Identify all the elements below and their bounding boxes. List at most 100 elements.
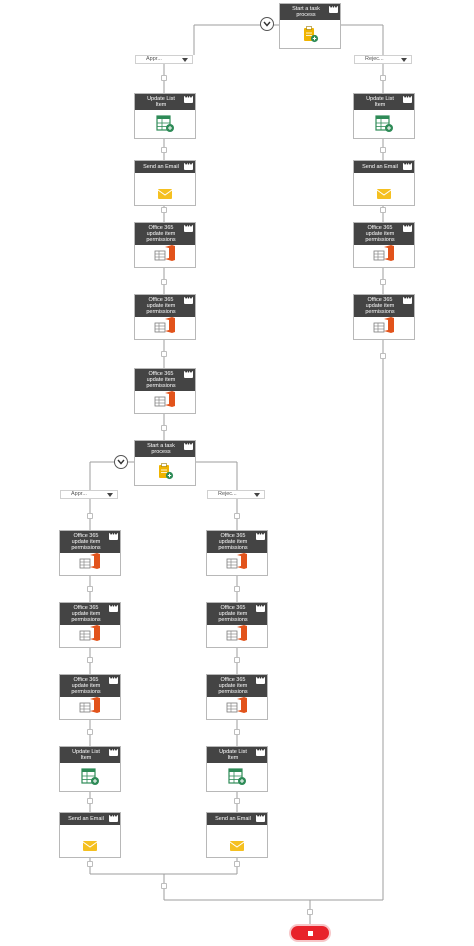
action-title-line: permissions [218, 545, 248, 551]
collapse-toggle[interactable] [114, 455, 128, 469]
chevron-down-icon [254, 493, 260, 497]
action-menu-button[interactable]: ••• [109, 531, 118, 540]
action-menu-button[interactable]: ••• [184, 223, 193, 232]
office-icon [207, 552, 267, 570]
connector-handle[interactable] [234, 729, 240, 735]
connector-handle[interactable] [161, 351, 167, 357]
connector-handle[interactable] [87, 798, 93, 804]
connector-handle[interactable] [234, 657, 240, 663]
action-title-line: Start a task [147, 443, 175, 449]
action-menu-button[interactable]: ••• [109, 675, 118, 684]
action-menu-button[interactable]: ••• [329, 4, 338, 13]
action-title-line: update item [146, 231, 176, 237]
connector-handle[interactable] [234, 586, 240, 592]
task-icon [280, 25, 340, 43]
chevron-down-icon [263, 21, 271, 27]
action-title-line: permissions [146, 237, 176, 243]
connector-handle[interactable] [380, 279, 386, 285]
action-menu-button[interactable]: ••• [109, 603, 118, 612]
connector-handle[interactable] [87, 729, 93, 735]
action-menu-button[interactable]: ••• [403, 223, 412, 232]
connector-handle[interactable] [234, 513, 240, 519]
workflow-action-n16[interactable]: Send an Email ••• [59, 812, 121, 858]
action-title-line: Update List [72, 749, 100, 755]
action-title-line: update item [71, 539, 101, 545]
action-title-line: process [151, 449, 171, 455]
connector-handle[interactable] [161, 75, 167, 81]
action-menu-button[interactable]: ••• [184, 94, 193, 103]
connector-handle[interactable] [161, 147, 167, 153]
connector-handle[interactable] [307, 909, 313, 915]
action-menu-button[interactable]: ••• [256, 603, 265, 612]
workflow-action-n3[interactable]: Send an Email••• [134, 160, 196, 206]
action-title-line: Office 365 [73, 677, 99, 683]
workflow-action-n8[interactable]: Send an Email••• [353, 160, 415, 206]
connector-handle[interactable] [234, 861, 240, 867]
connector-handle[interactable] [87, 657, 93, 663]
action-menu-button[interactable]: ••• [256, 531, 265, 540]
connector-handle[interactable] [87, 513, 93, 519]
action-title-line: Office 365 [148, 297, 174, 303]
connector-handle[interactable] [87, 861, 93, 867]
end-workflow-button[interactable] [291, 926, 329, 940]
connector-handle[interactable] [380, 147, 386, 153]
action-title-line: Send an Email [68, 816, 104, 822]
action-menu-button[interactable]: ••• [184, 369, 193, 378]
action-menu-button[interactable]: ••• [256, 675, 265, 684]
action-menu-button[interactable]: ••• [184, 441, 193, 450]
branch-dropdown-b3[interactable]: Appr... [60, 490, 118, 499]
branch-dropdown-b1[interactable]: Appr... [135, 55, 193, 64]
branch-dropdown-b2[interactable]: Rejec... [354, 55, 412, 64]
connector-handle[interactable] [380, 353, 386, 359]
list-icon [207, 768, 267, 786]
connector-handle[interactable] [161, 883, 167, 889]
collapse-toggle[interactable] [260, 17, 274, 31]
workflow-action-n21[interactable]: Send an Email••• [206, 812, 268, 858]
action-title-line: update item [71, 611, 101, 617]
office-icon [135, 316, 195, 334]
action-menu-button[interactable]: ••• [109, 747, 118, 756]
chevron-down-icon [182, 58, 188, 62]
connector-handle[interactable] [161, 207, 167, 213]
action-title-line: update item [218, 683, 248, 689]
action-menu-button[interactable]: ••• [256, 747, 265, 756]
chevron-down-icon [117, 459, 125, 465]
action-menu-button[interactable]: ••• [403, 295, 412, 304]
connector-handle[interactable] [161, 279, 167, 285]
action-title-line: permissions [146, 383, 176, 389]
connector-handle[interactable] [161, 425, 167, 431]
connector-handle[interactable] [87, 586, 93, 592]
action-menu-button[interactable]: ••• [256, 813, 265, 822]
connector-handle[interactable] [234, 798, 240, 804]
action-menu-button[interactable]: ••• [403, 94, 412, 103]
office-icon [60, 696, 120, 714]
branch-dropdown-b4[interactable]: Rejec... [207, 490, 265, 499]
action-menu-button[interactable]: ••• [109, 813, 118, 822]
action-menu-button[interactable]: ••• [184, 161, 193, 170]
action-menu-button[interactable]: ••• [184, 295, 193, 304]
connector-handle[interactable] [380, 207, 386, 213]
connector-handle[interactable] [380, 75, 386, 81]
action-menu-button[interactable]: ••• [403, 161, 412, 170]
